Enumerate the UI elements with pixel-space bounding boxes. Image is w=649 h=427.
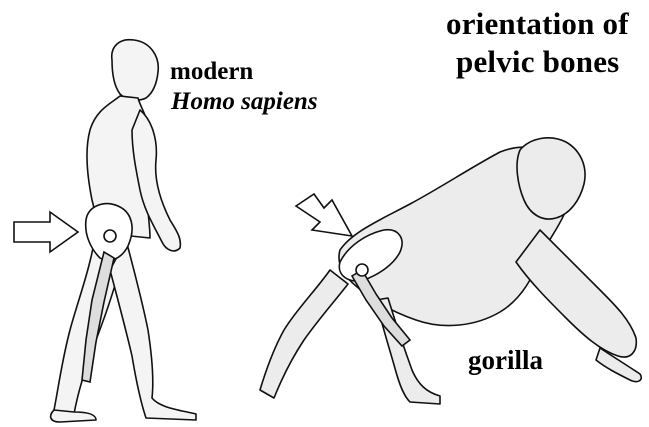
arrow-gorilla <box>296 194 352 236</box>
arrow-human <box>14 212 78 252</box>
title-line-1: orientation of <box>446 6 629 42</box>
human-label-line-1: modern <box>170 58 253 86</box>
gorilla-leg-back <box>260 270 348 398</box>
human-head <box>112 40 159 100</box>
gorilla-label: gorilla <box>468 345 543 376</box>
gorilla-arm-front <box>516 230 636 357</box>
gorilla-figure <box>260 138 641 404</box>
human-leg-front <box>110 240 196 420</box>
human-label-line-2: Homo sapiens <box>171 88 318 116</box>
human-foot-back <box>51 410 96 422</box>
gorilla-head <box>517 138 585 219</box>
title-line-2: pelvic bones <box>456 44 619 80</box>
